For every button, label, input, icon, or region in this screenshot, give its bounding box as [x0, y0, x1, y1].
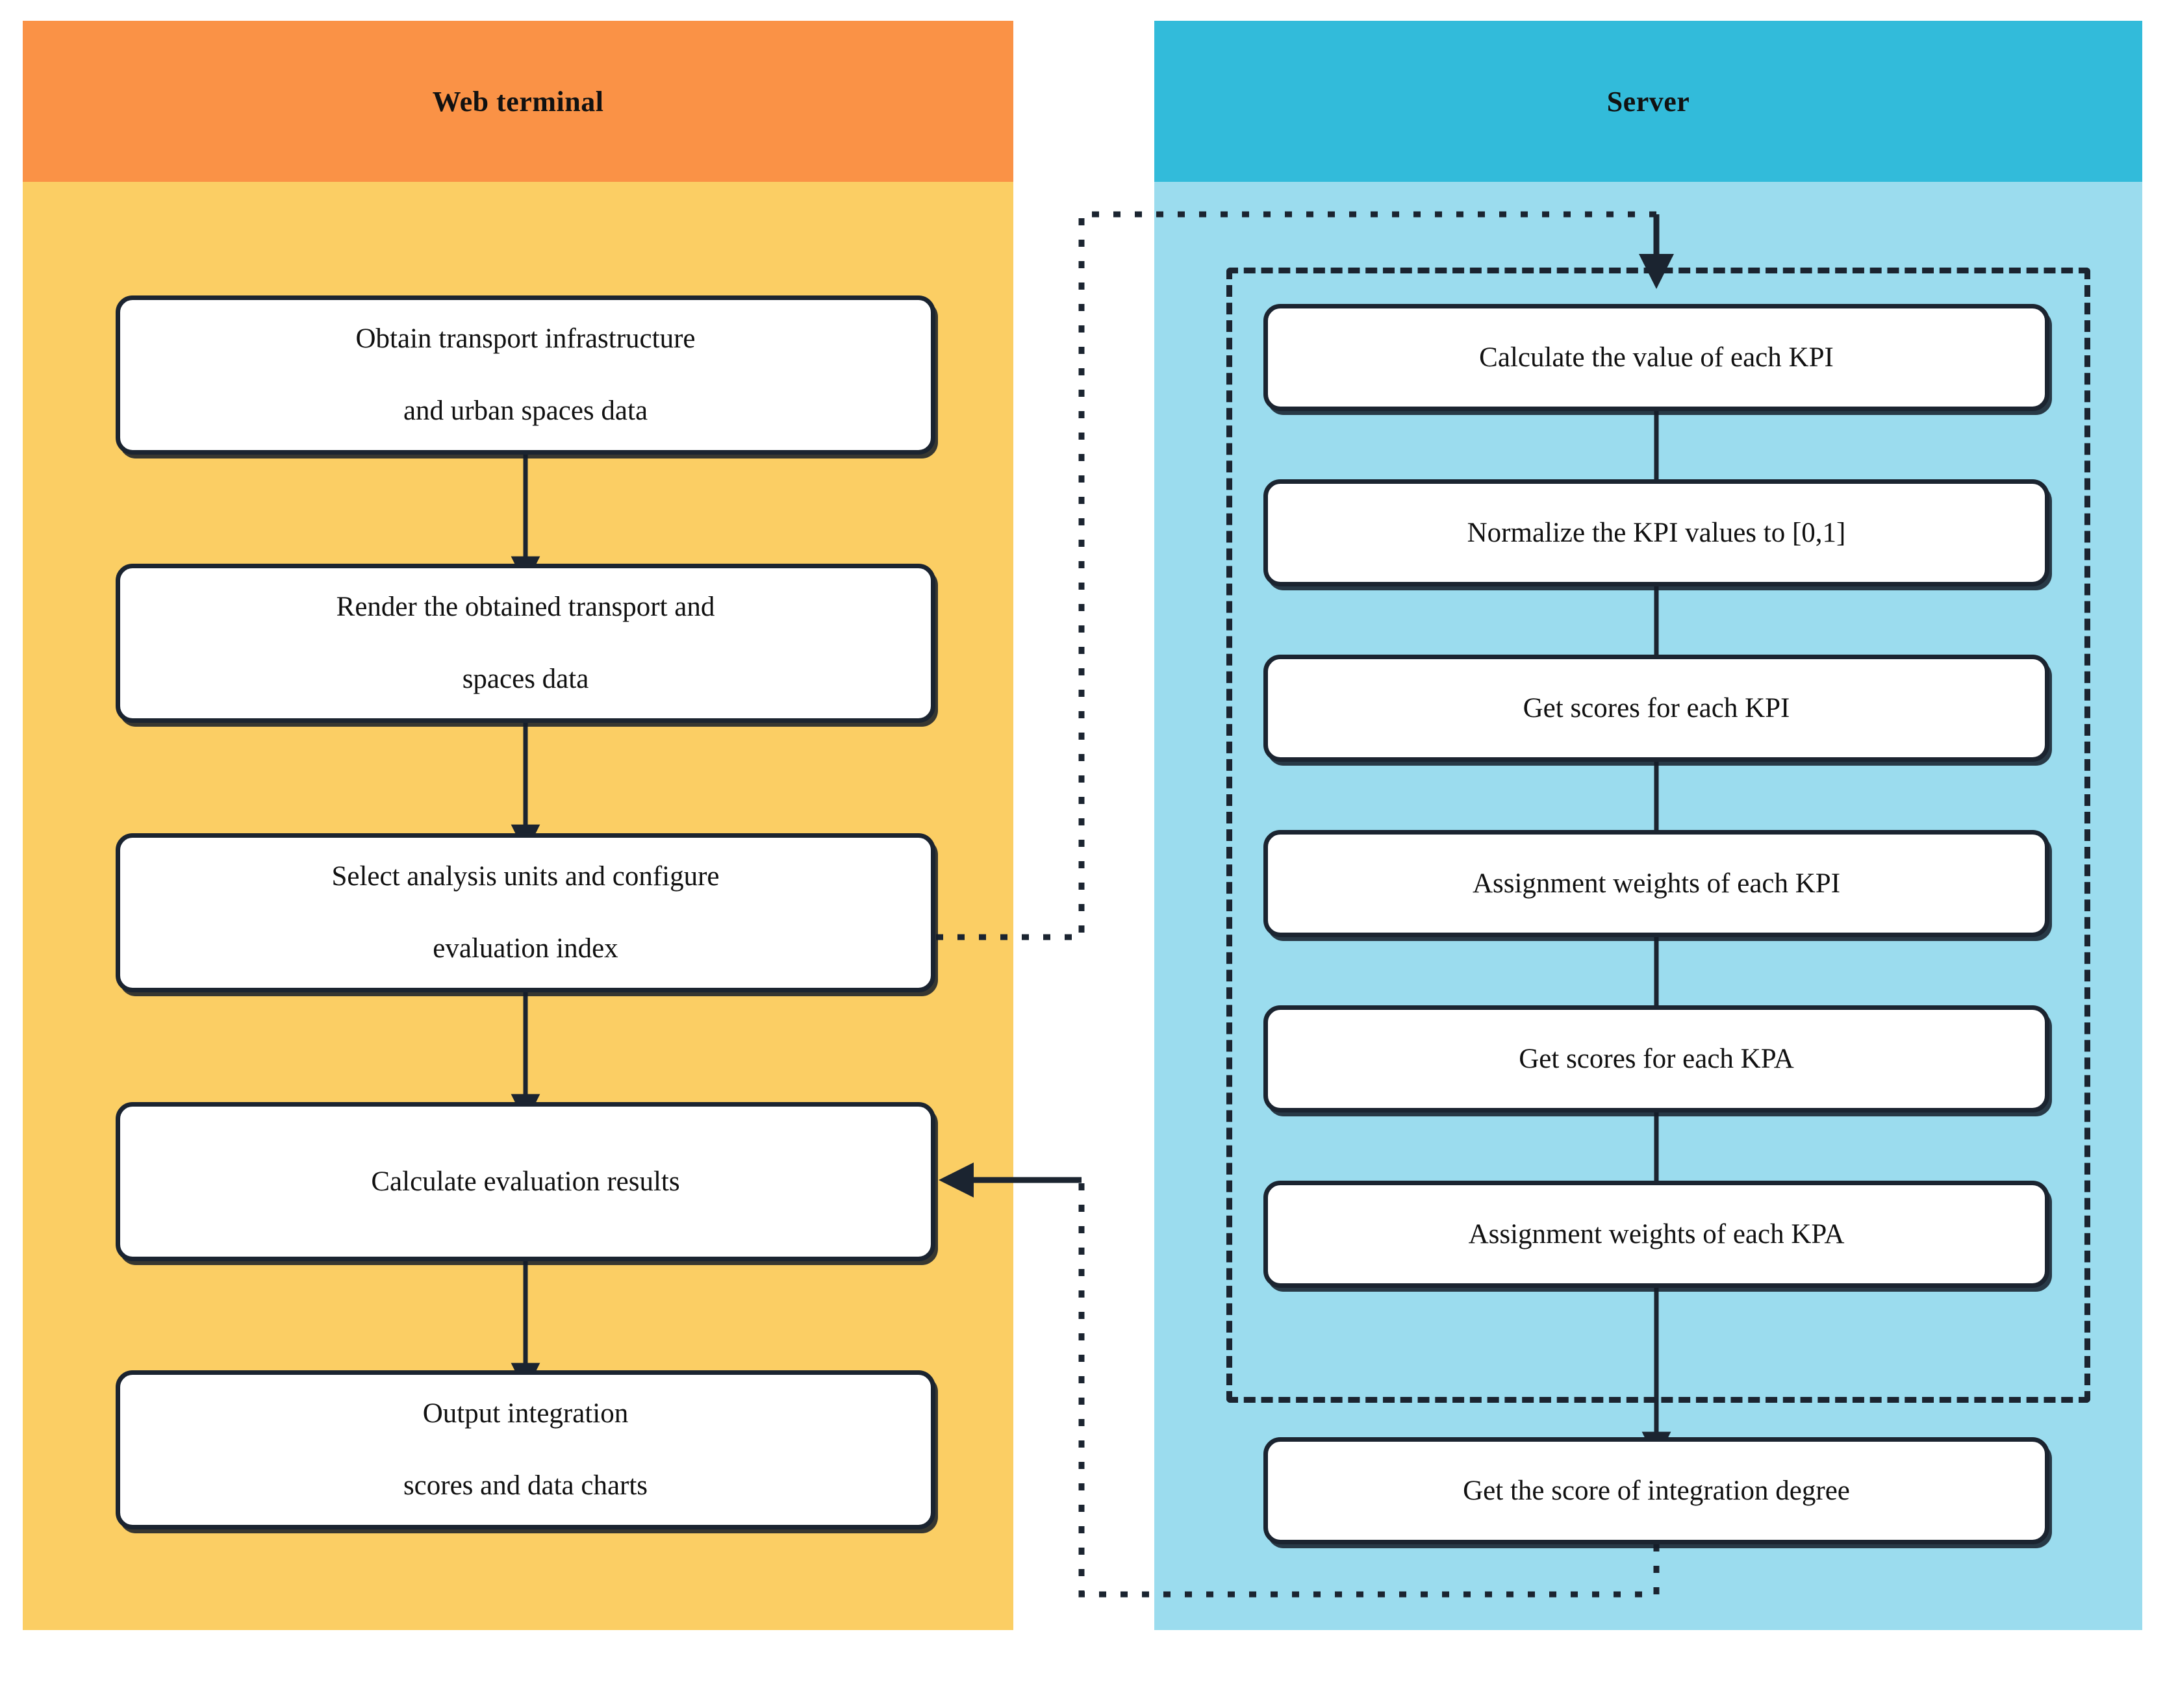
node-calculate-eval-label: Calculate evaluation results	[371, 1166, 680, 1197]
node-integration-score-label: Get the score of integration degree	[1463, 1475, 1850, 1506]
node-scores-kpa[interactable]: Get scores for each KPA	[1263, 1005, 2049, 1112]
node-scores-kpi-label: Get scores for each KPI	[1523, 692, 1790, 723]
node-normalize-kpi-label: Normalize the KPI values to [0,1]	[1467, 517, 1846, 548]
web-terminal-title: Web terminal	[432, 85, 604, 118]
server-title: Server	[1606, 85, 1690, 118]
node-weights-kpa[interactable]: Assignment weights of each KPA	[1263, 1181, 2049, 1288]
node-calculate-eval[interactable]: Calculate evaluation results	[116, 1102, 935, 1261]
web-terminal-header: Web terminal	[23, 21, 1013, 182]
server-header: Server	[1154, 21, 2142, 182]
node-scores-kpa-label: Get scores for each KPA	[1519, 1043, 1794, 1074]
node-scores-kpi[interactable]: Get scores for each KPI	[1263, 655, 2049, 762]
node-integration-score[interactable]: Get the score of integration degree	[1263, 1437, 2049, 1544]
node-normalize-kpi[interactable]: Normalize the KPI values to [0,1]	[1263, 479, 2049, 586]
node-weights-kpi-label: Assignment weights of each KPI	[1472, 868, 1841, 899]
node-weights-kpi[interactable]: Assignment weights of each KPI	[1263, 830, 2049, 937]
node-calc-kpi-value-label: Calculate the value of each KPI	[1479, 342, 1834, 373]
node-weights-kpa-label: Assignment weights of each KPA	[1468, 1218, 1845, 1250]
node-calc-kpi-value[interactable]: Calculate the value of each KPI	[1263, 304, 2049, 411]
